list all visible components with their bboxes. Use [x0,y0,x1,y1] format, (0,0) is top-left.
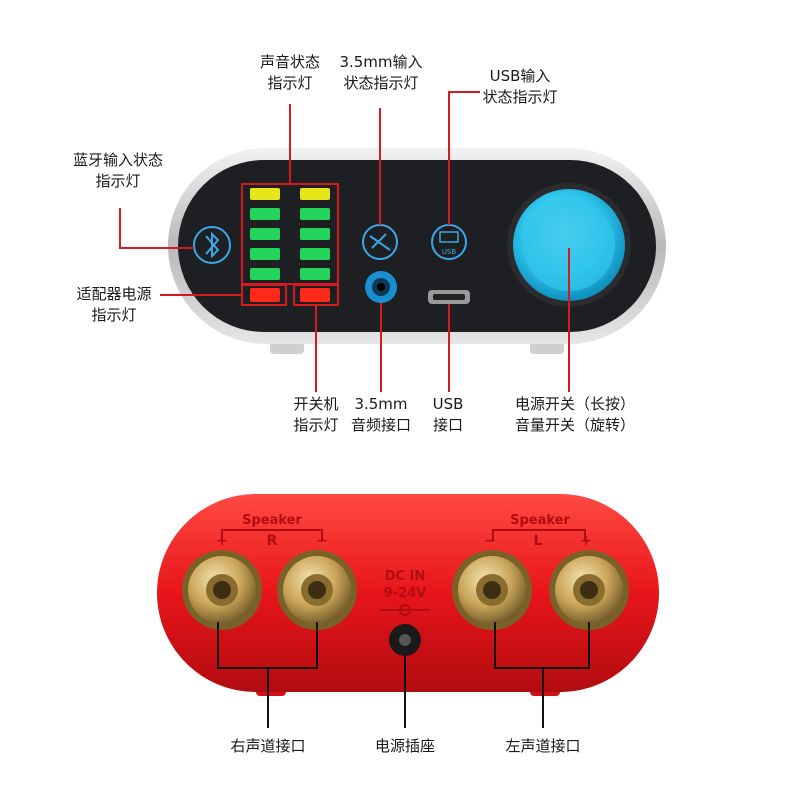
terminal-right-plus [182,550,262,630]
svg-text:USB: USB [442,248,457,256]
polarity-right-mark-2: − [316,533,328,549]
label-power-indicator: 开关机 指示灯 [293,395,339,434]
speaker-left-text: Speaker [510,513,570,528]
label-aux-port: 3.5mm 音频接口 [350,395,411,434]
speaker-right-text: Speaker [242,513,302,528]
polarity-left-mark-2: + [580,533,592,549]
label-right-channel: 右声道接口 [230,737,306,755]
speaker-markings [221,529,586,540]
label-bt-status: 蓝牙输入状态 指示灯 [72,151,163,190]
polarity-right-mark-0: + [216,533,228,549]
terminal-left-minus [452,550,532,630]
volume-knob [507,183,631,307]
terminal-right-minus [277,550,357,630]
back-shell [157,494,659,692]
label-power-socket: 电源插座 [374,737,435,755]
polarity-left-mark-0: − [484,533,496,549]
front-leader-lines [119,91,570,392]
label-knob: 电源开关（长按） 音量开关（旋转） [514,395,635,434]
usb-port [428,290,470,304]
aux-jack [365,271,397,303]
label-left-channel: 左声道接口 [505,737,581,755]
dc-polarity-symbol [380,604,430,616]
label-adapter-power: 适配器电源 指示灯 [76,285,152,324]
adapter-power-led [250,288,280,302]
polarity-left: − L + [484,533,592,549]
back-leader-lines [217,622,590,728]
terminal-left-plus [549,550,629,630]
dc-socket [389,624,421,656]
polarity-left-mark-1: L [534,533,543,549]
bluetooth-icon [193,226,231,264]
dc-voltage-text: 9-24V [384,586,427,601]
label-sound-status: 声音状态 指示灯 [259,53,320,92]
power-led [300,288,330,302]
label-usb-status: USB输入 状态指示灯 [482,67,558,106]
polarity-right-mark-1: R [267,533,278,549]
label-aux-status: 3.5mm输入 状态指示灯 [339,53,423,92]
polarity-right: + R − [216,533,328,549]
dc-in-text: DC IN [385,569,426,584]
label-usb-port: USB 接口 [432,395,464,434]
sound-level-leds [250,188,330,280]
